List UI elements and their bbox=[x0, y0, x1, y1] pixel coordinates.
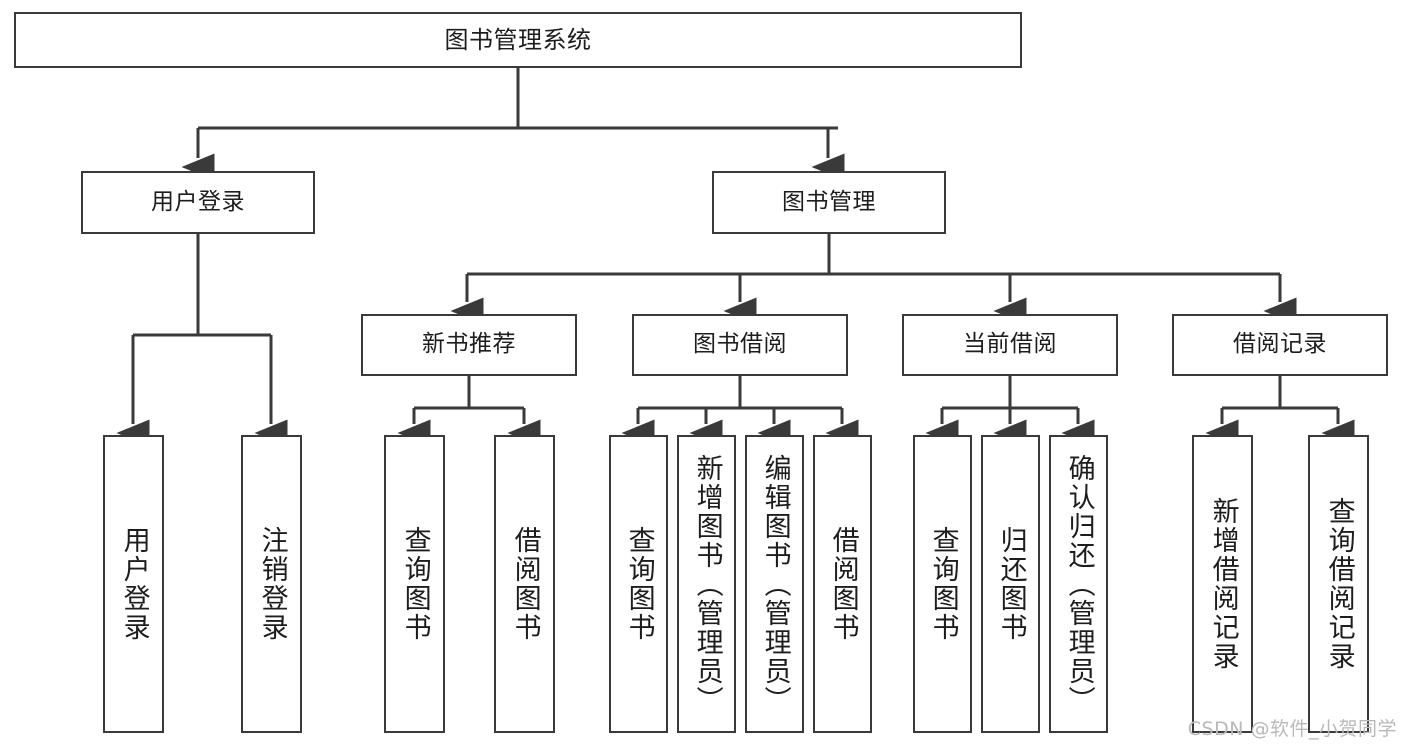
node-user-login[interactable]: 用户登录 bbox=[81, 171, 315, 234]
node-root-label: 图书管理系统 bbox=[444, 25, 592, 54]
leaf-borrow-book-2[interactable]: 借阅图书 bbox=[813, 435, 872, 733]
node-root[interactable]: 图书管理系统 bbox=[14, 12, 1022, 68]
leaf-query-record[interactable]: 查询借阅记录 bbox=[1308, 435, 1369, 733]
leaf-query-book-2-label: 查询图书 bbox=[623, 526, 655, 642]
leaf-edit-book[interactable]: 编辑图书（管理员） bbox=[745, 435, 804, 733]
node-book-borrow[interactable]: 图书借阅 bbox=[632, 314, 848, 376]
node-borrow-record[interactable]: 借阅记录 bbox=[1172, 314, 1388, 376]
leaf-logout[interactable]: 注销登录 bbox=[241, 435, 302, 733]
leaf-user-login[interactable]: 用户登录 bbox=[103, 435, 164, 733]
leaf-return-book[interactable]: 归还图书 bbox=[981, 435, 1040, 733]
leaf-add-book-label: 新增图书（管理员） bbox=[691, 453, 723, 715]
leaf-query-book-3-label: 查询图书 bbox=[927, 526, 959, 642]
leaf-logout-label: 注销登录 bbox=[256, 526, 288, 642]
node-borrow-record-label: 借阅记录 bbox=[1233, 331, 1327, 358]
node-book-manage-label: 图书管理 bbox=[782, 188, 876, 215]
node-current-borrow[interactable]: 当前借阅 bbox=[902, 314, 1118, 376]
leaf-edit-book-label: 编辑图书（管理员） bbox=[759, 453, 791, 715]
leaf-query-book-1-label: 查询图书 bbox=[399, 526, 431, 642]
node-book-manage[interactable]: 图书管理 bbox=[712, 171, 946, 234]
node-current-borrow-label: 当前借阅 bbox=[963, 331, 1057, 358]
node-book-borrow-label: 图书借阅 bbox=[693, 331, 787, 358]
leaf-confirm-return-label: 确认归还（管理员） bbox=[1063, 453, 1095, 715]
node-new-book-rec-label: 新书推荐 bbox=[422, 331, 516, 358]
node-user-login-label: 用户登录 bbox=[151, 188, 245, 215]
leaf-confirm-return[interactable]: 确认归还（管理员） bbox=[1049, 435, 1108, 733]
node-new-book-rec[interactable]: 新书推荐 bbox=[361, 314, 577, 376]
leaf-query-book-2[interactable]: 查询图书 bbox=[609, 435, 668, 733]
csdn-watermark: CSDN @软件_小贺同学 bbox=[1187, 718, 1397, 740]
leaf-borrow-book-2-label: 借阅图书 bbox=[827, 526, 859, 642]
leaf-query-book-1[interactable]: 查询图书 bbox=[384, 435, 445, 733]
leaf-query-record-label: 查询借阅记录 bbox=[1323, 497, 1355, 671]
leaf-query-book-3[interactable]: 查询图书 bbox=[913, 435, 972, 733]
leaf-add-record[interactable]: 新增借阅记录 bbox=[1192, 435, 1253, 733]
leaf-add-record-label: 新增借阅记录 bbox=[1207, 497, 1239, 671]
leaf-borrow-book-1[interactable]: 借阅图书 bbox=[494, 435, 555, 733]
leaf-return-book-label: 归还图书 bbox=[995, 526, 1027, 642]
leaf-borrow-book-1-label: 借阅图书 bbox=[509, 526, 541, 642]
leaf-add-book[interactable]: 新增图书（管理员） bbox=[677, 435, 736, 733]
leaf-user-login-label: 用户登录 bbox=[118, 526, 150, 642]
